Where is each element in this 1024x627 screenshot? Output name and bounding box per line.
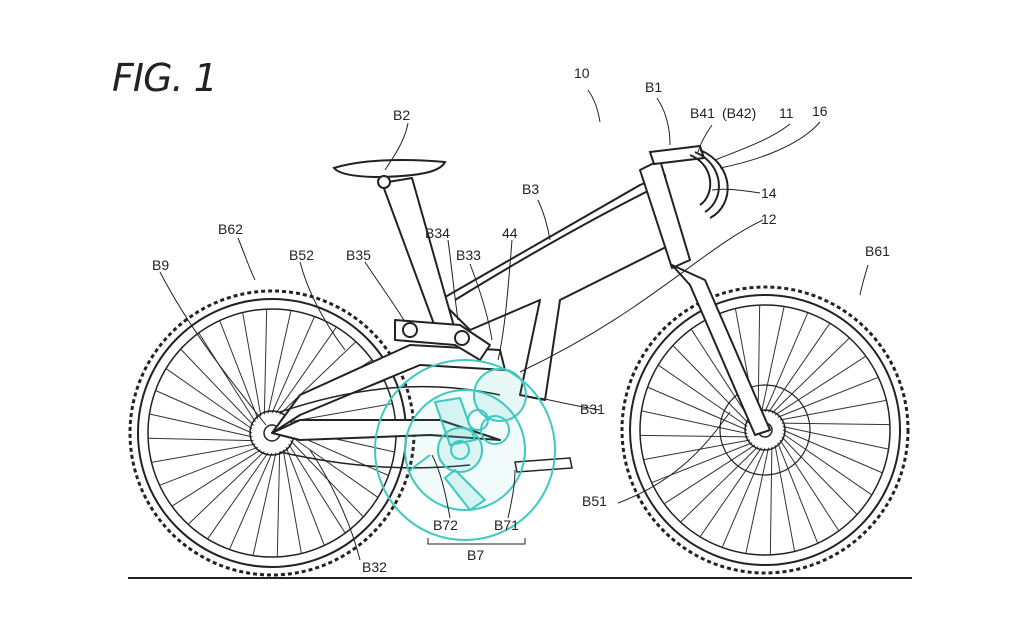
label-B51: B51 [582,493,607,509]
label-10: 10 [574,65,590,81]
saddle [332,159,447,189]
spoke [171,449,262,507]
spoke [276,451,281,557]
spoke [252,452,277,556]
spoke [774,444,796,552]
label-B34: B34 [425,225,450,241]
spoke [148,437,254,442]
label-B62: B62 [218,221,243,237]
spoke [271,316,315,414]
spoke [151,443,256,463]
label-B7: B7 [467,547,485,563]
spoke [279,341,357,415]
spoke [285,446,325,546]
spoke [774,355,867,416]
spoke [699,447,762,538]
spoke [187,451,265,525]
spoke [768,322,831,413]
spoke [757,305,761,414]
spoke [779,439,840,532]
spoke [640,434,749,438]
spoke [291,436,379,498]
spoke [165,368,253,430]
spoke [680,446,759,523]
spoke [782,433,873,496]
pedal [514,457,573,473]
spoke [782,425,889,450]
spoke [641,410,748,435]
spoke [771,337,850,414]
label-B61: B61 [865,243,890,259]
spoke [769,446,773,555]
label-B31: B31 [580,401,605,417]
spoke [149,413,253,438]
label-B3: B3 [522,181,540,197]
label-B1: B1 [645,79,663,95]
front-brake-disc [719,384,811,476]
spoke [657,364,748,427]
spoke [672,345,749,424]
spoke [180,348,254,426]
spoke [288,403,393,423]
leader-lines [159,89,869,561]
spoke [219,320,259,420]
handlebar [648,144,729,219]
spoke [777,376,879,418]
spoke [760,306,785,413]
label-11: 11 [779,105,794,121]
spoke [242,312,262,417]
spoke [207,452,269,540]
spoke [159,446,259,486]
label-14: 14 [761,185,777,201]
spoke [779,399,887,421]
figure-title: FIG. 1 [112,56,218,100]
spoke [663,444,756,505]
label-B42: (B42) [722,105,757,121]
label-B35: B35 [346,247,371,263]
label-B71: B71 [494,517,519,533]
label-B2: B2 [393,107,411,123]
spoke [275,326,337,414]
label-B72: B72 [433,517,458,533]
spoke [647,386,748,431]
spoke [781,436,858,515]
label-B41: B41 [690,105,715,121]
spoke [782,429,883,474]
spoke [155,390,253,434]
label-B9: B9 [152,257,170,273]
spoke [777,442,819,544]
spoke [745,447,770,554]
spoke [721,447,766,548]
label-16: 16 [812,103,828,119]
spoke [643,439,751,461]
label-12: 12 [761,211,777,227]
spoke [229,452,273,550]
spoke [282,449,302,554]
label-B52: B52 [289,247,314,263]
spoke [764,312,809,413]
spoke [263,309,268,415]
spoke [290,440,364,518]
spoke [267,310,292,414]
spoke [198,332,256,423]
label-B33: B33 [456,247,481,263]
spoke [781,422,890,426]
drive-unit-highlight [374,359,556,541]
front-wheel [620,285,910,575]
spoke [288,443,346,534]
spoke [690,328,751,421]
label-B32: B32 [362,559,387,575]
label-44: 44 [502,225,518,241]
